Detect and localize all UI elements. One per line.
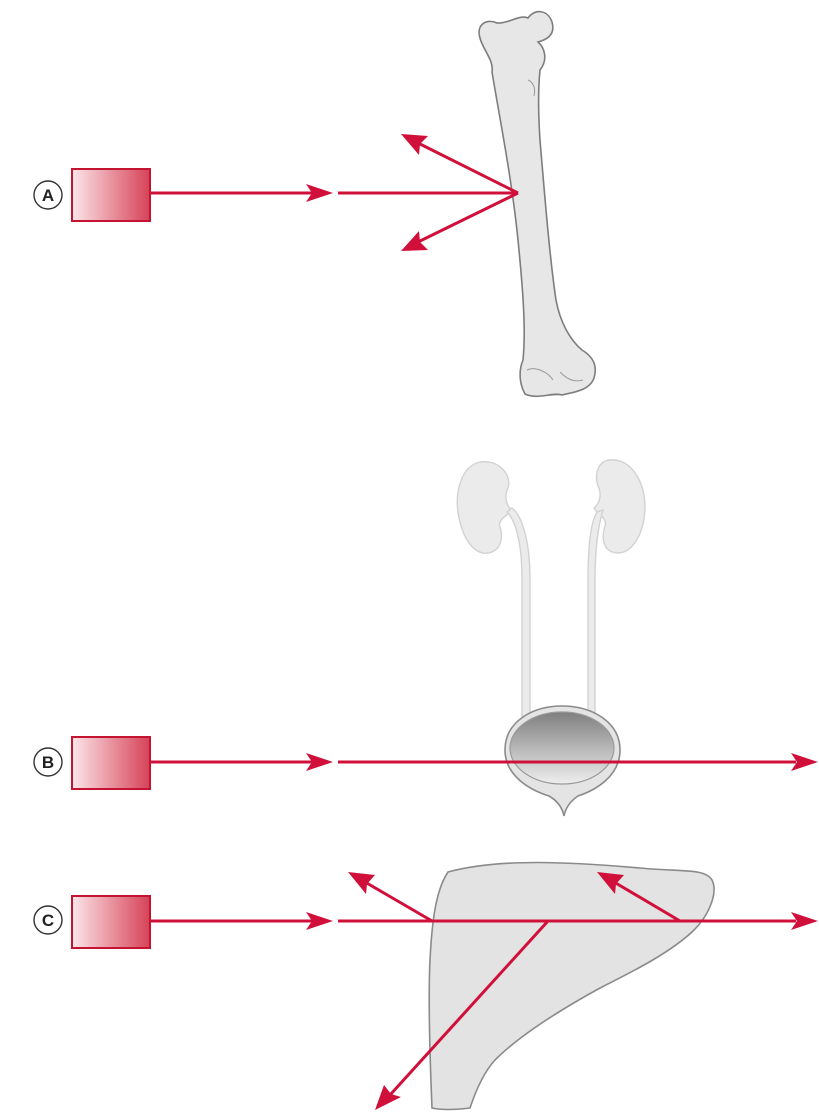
transducer-c — [72, 896, 150, 948]
panel-b: B — [34, 460, 818, 816]
panel-label-c: C — [34, 906, 62, 934]
transducer-b — [72, 737, 150, 789]
transducer-a — [72, 169, 150, 221]
incident-beam-a — [150, 184, 518, 202]
panel-letter-c: C — [42, 911, 54, 930]
liver — [429, 863, 714, 1110]
transmitted-beam-b — [150, 753, 818, 771]
kidneys-and-ureters — [457, 460, 645, 720]
panel-a: A — [34, 12, 595, 397]
panel-label-a: A — [34, 181, 62, 209]
panel-label-b: B — [34, 748, 62, 776]
panel-c: C — [34, 863, 818, 1111]
panel-letter-a: A — [42, 186, 54, 205]
panel-letter-b: B — [42, 753, 54, 772]
